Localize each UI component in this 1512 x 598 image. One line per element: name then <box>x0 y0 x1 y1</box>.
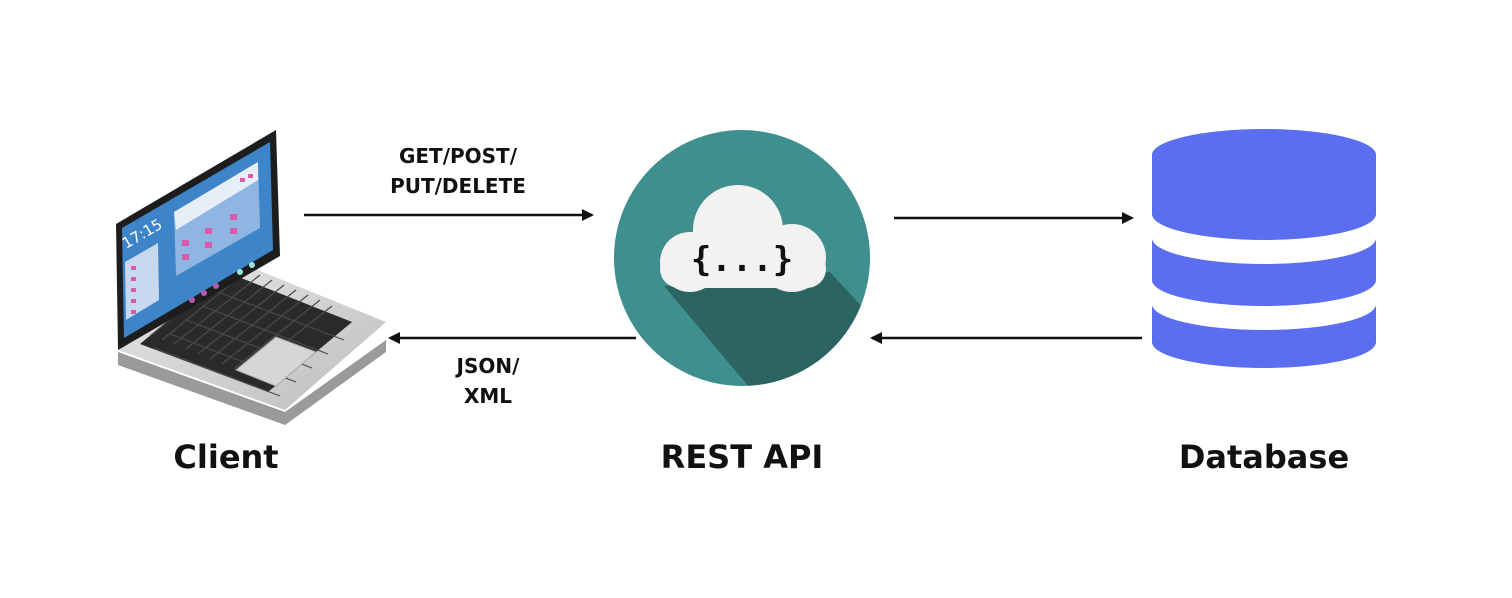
cloud-icon <box>660 185 826 292</box>
response-format-label: JSON/ XML <box>378 351 598 411</box>
response-format-line-1: JSON/ <box>456 354 520 378</box>
laptop-icon: 17:15 <box>116 130 386 425</box>
request-methods-line-2: PUT/DELETE <box>390 174 526 198</box>
database-icon <box>1152 129 1376 368</box>
request-methods-label: GET/POST/ PUT/DELETE <box>348 141 568 201</box>
client-label: Client <box>173 438 279 476</box>
trackpad-icon <box>235 336 317 387</box>
rest-api-label: REST API <box>660 438 824 476</box>
request-methods-line-1: GET/POST/ <box>398 144 518 168</box>
response-format-line-2: XML <box>463 384 513 408</box>
cloud-braces-text: {...} <box>691 240 793 280</box>
rest-api-icon: {...} <box>614 130 870 386</box>
database-label: Database <box>1178 438 1350 476</box>
